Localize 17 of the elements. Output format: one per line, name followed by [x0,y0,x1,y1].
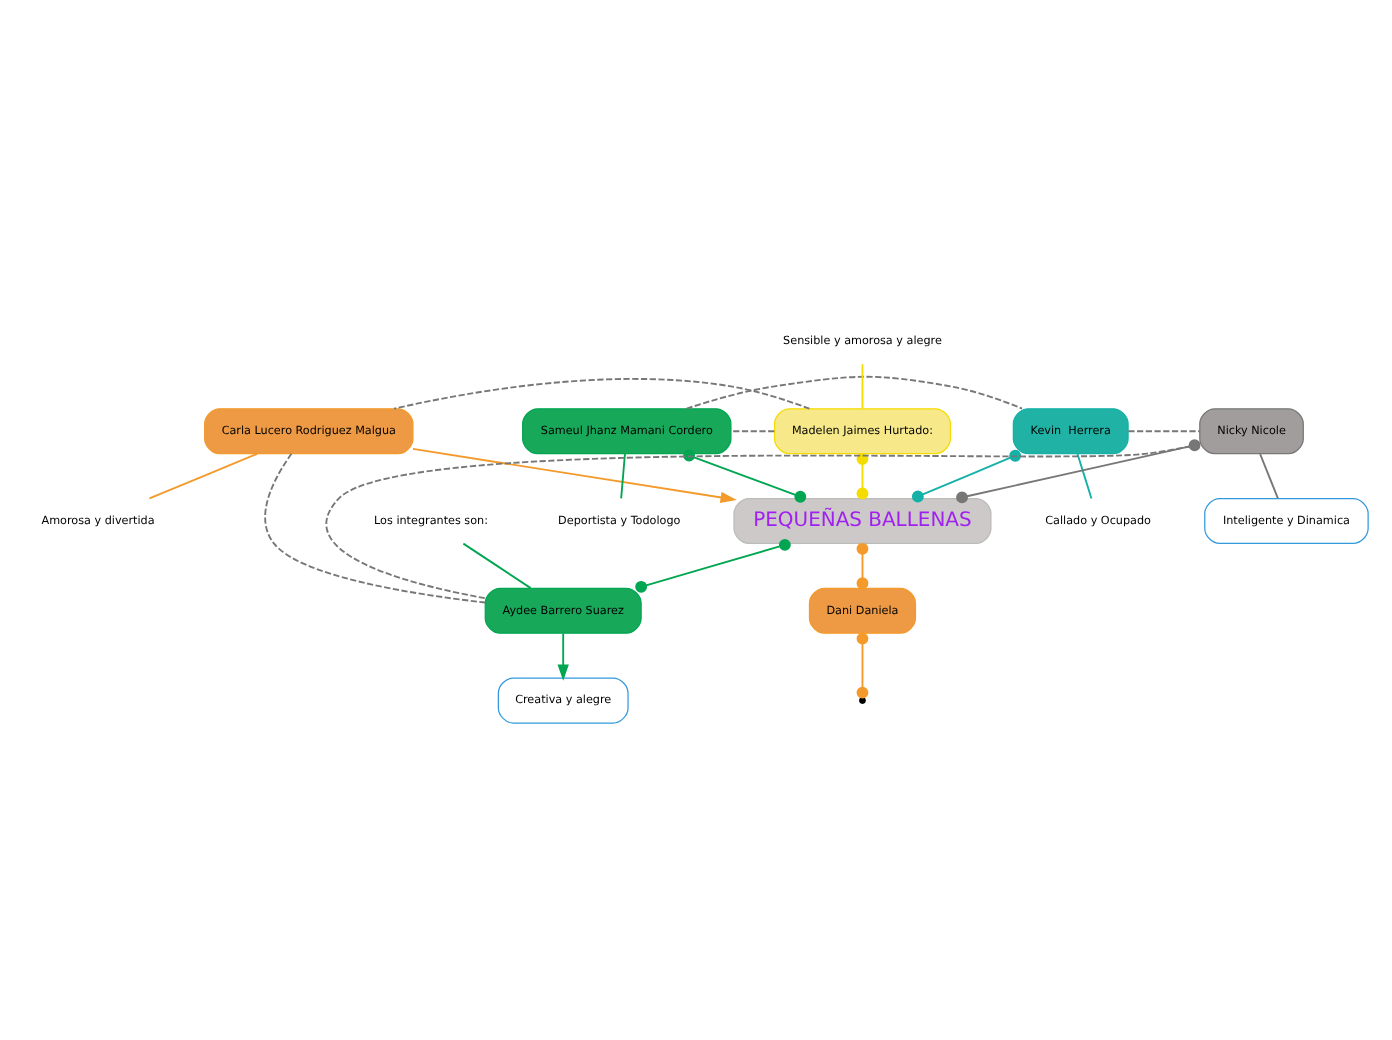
arrow [557,631,569,680]
connector [861,641,864,688]
connector [861,362,864,409]
connector [1076,452,1093,499]
connector [264,451,486,603]
connector [1259,452,1279,499]
connector [911,448,1022,502]
connector [730,429,776,432]
connector [148,451,259,499]
connector [1127,429,1201,432]
connector [856,541,869,589]
connector [635,537,791,592]
node-box: PEQUEÑAS BALLENAS [733,496,992,544]
connector [620,452,626,499]
connector [462,541,532,589]
connector [393,377,811,409]
connector [685,374,1023,409]
